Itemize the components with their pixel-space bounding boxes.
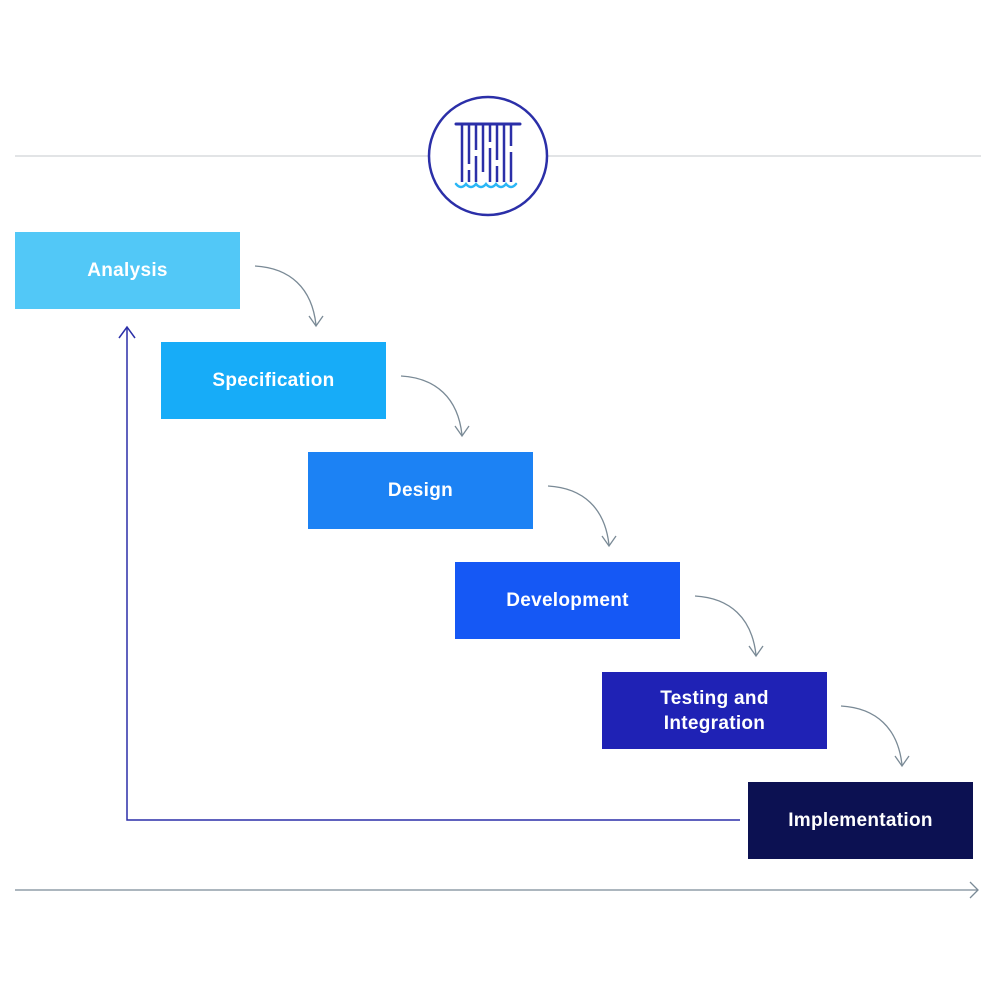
stage-label: Analysis <box>87 260 168 281</box>
time-axis-arrow <box>15 881 979 899</box>
stage-label: Development <box>506 590 629 611</box>
stage-label: Specification <box>212 370 335 391</box>
connector-arrow-4 <box>694 595 764 658</box>
connector-arrow-5 <box>840 705 910 768</box>
stage-label: Testing and Integration <box>660 687 769 734</box>
stage-specification: Specification <box>161 342 386 419</box>
stage-design: Design <box>308 452 533 529</box>
stage-implementation: Implementation <box>748 782 973 859</box>
connector-arrow-1 <box>254 265 324 328</box>
connector-arrow-3 <box>547 485 617 548</box>
connector-arrow-2 <box>400 375 470 438</box>
stage-label: Implementation <box>788 810 933 831</box>
waterfall-icon <box>427 95 549 217</box>
stage-testing-and-integration: Testing and Integration <box>602 672 827 749</box>
stage-analysis: Analysis <box>15 232 240 309</box>
feedback-arrow <box>118 325 740 821</box>
stage-development: Development <box>455 562 680 639</box>
stage-label: Design <box>387 480 454 501</box>
